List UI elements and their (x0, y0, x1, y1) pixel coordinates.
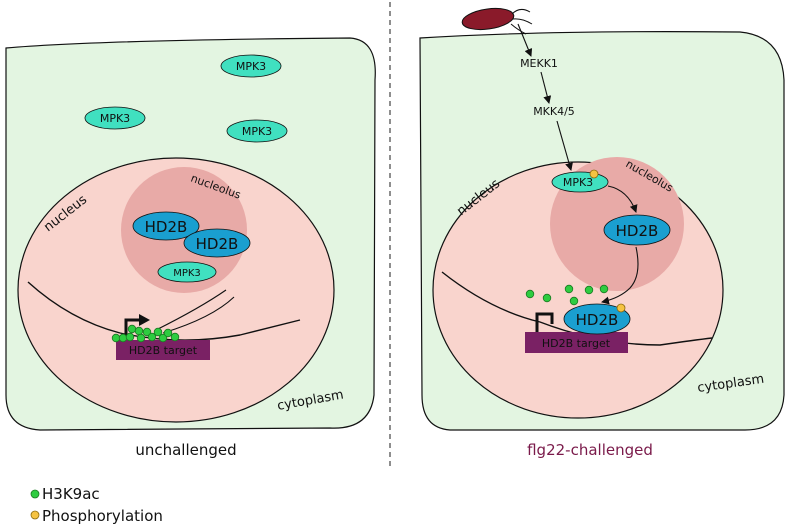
arrow-mkk45-to-mpk3 (556, 120, 573, 171)
right-hd2b-chromatin: HD2B (563, 303, 631, 335)
left-mpk3-c: MPK3 (226, 119, 288, 143)
legend-h3k9ac-icon (30, 489, 40, 499)
arrow-hd2b-to-chromatin (601, 246, 639, 305)
arrow-mpk3-to-hd2b (607, 185, 638, 213)
arrow-mekk1-to-mkk45 (540, 71, 552, 104)
svg-text:HD2B: HD2B (196, 235, 239, 253)
svg-text:MPK3: MPK3 (173, 268, 201, 279)
legend-h3k9ac-label: H3K9ac (42, 485, 100, 503)
legend-phosphorylation-icon (30, 510, 40, 520)
right-promoter-repressed (535, 312, 554, 332)
left-promoter-arrowhead (139, 314, 150, 326)
left-hd2b-b: HD2B (183, 228, 251, 258)
legend: H3K9ac Phosphorylation (30, 485, 163, 525)
right-h3k9ac-released (525, 284, 609, 306)
svg-text:HD2B: HD2B (616, 222, 659, 240)
legend-phosphorylation-label: Phosphorylation (42, 507, 163, 525)
svg-text:MPK3: MPK3 (236, 60, 266, 73)
hd2b-phospho-dot (616, 303, 626, 313)
left-mpk3-b: MPK3 (84, 106, 146, 130)
right-hd2b-nucleolus: HD2B (603, 214, 671, 246)
svg-text:HD2B: HD2B (576, 311, 619, 329)
left-h3k9ac-cluster (111, 324, 180, 343)
left-mpk3-nucleolus: MPK3 (157, 261, 217, 283)
left-promoter-active-arrow (124, 318, 140, 339)
left-transcript-2 (162, 296, 235, 334)
left-mpk3-a: MPK3 (220, 54, 282, 78)
left-condition-label: unchallenged (135, 441, 236, 459)
right-target-gene (525, 332, 628, 353)
right-condition-label: flg22-challenged (527, 441, 653, 459)
left-target-gene (116, 340, 210, 360)
left-panel: nucleus nucleolus cytoplasm MPK3 MPK3 MP… (5, 37, 376, 459)
mekk1-label: MEKK1 (520, 57, 558, 70)
svg-text:MPK3: MPK3 (242, 125, 272, 138)
arrow-bacterium-to-mekk1 (517, 23, 533, 57)
bacterium-icon (461, 7, 533, 35)
svg-text:MPK3: MPK3 (563, 176, 593, 189)
mkk45-label: MKK4/5 (533, 105, 575, 118)
left-hd2b-a: HD2B (132, 211, 200, 241)
svg-text:HD2B: HD2B (145, 218, 188, 236)
right-panel: nucleus nucleolus cytoplasm MEKK1 MKK4/5… (419, 7, 785, 459)
left-target-gene-label: HD2B target (129, 344, 198, 357)
svg-text:MPK3: MPK3 (100, 112, 130, 125)
mpk3-phospho-dot (589, 169, 599, 179)
right-target-gene-label: HD2B target (542, 337, 611, 350)
left-transcript-1 (155, 289, 227, 331)
right-mpk3: MPK3 (551, 171, 609, 193)
